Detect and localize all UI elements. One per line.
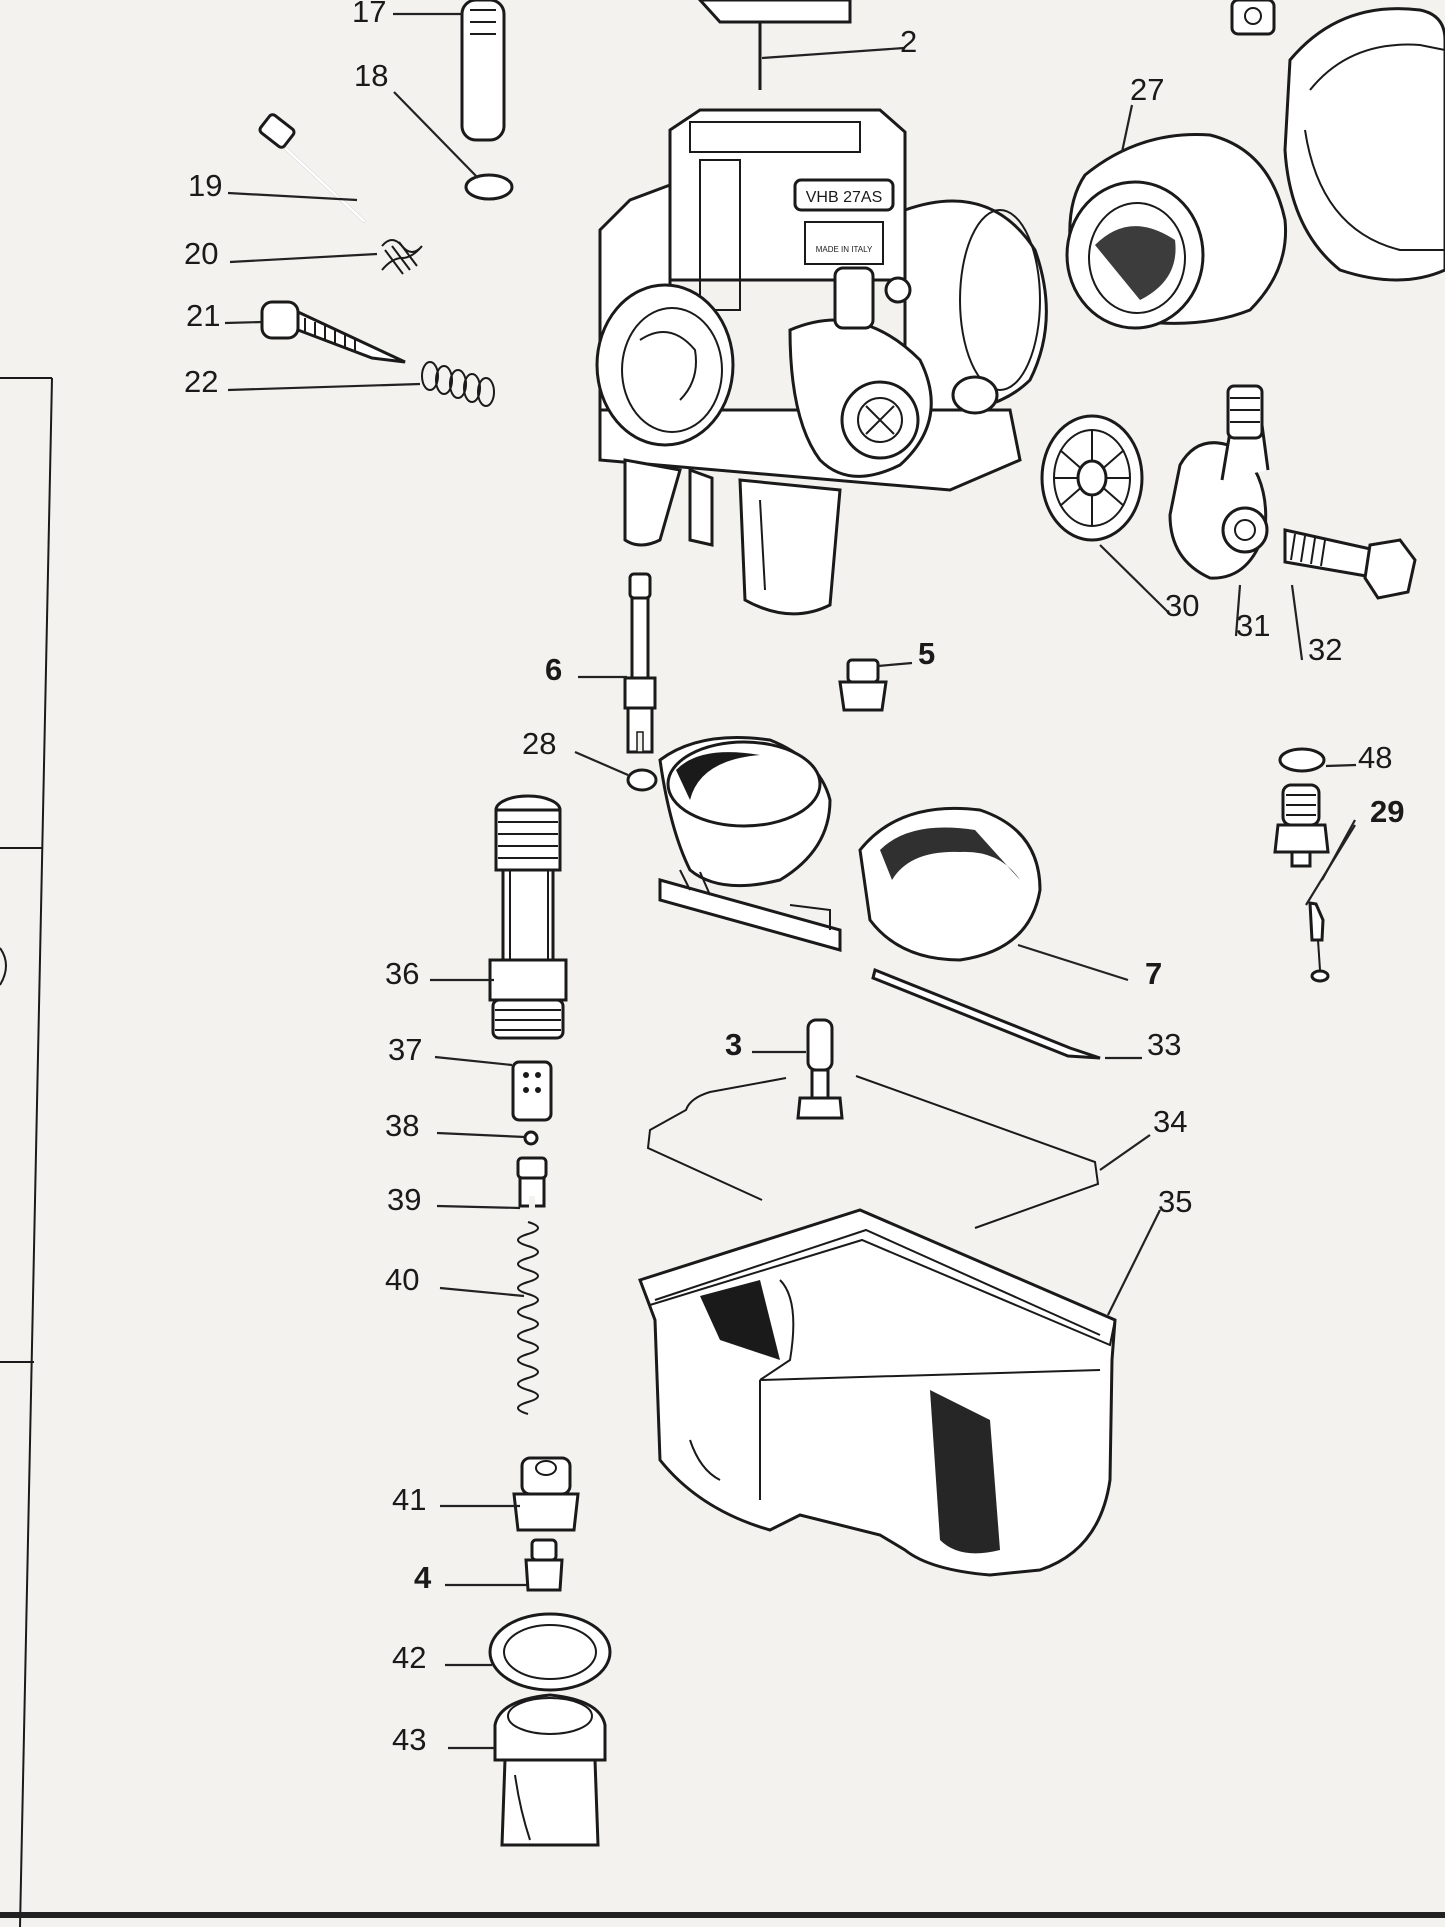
part-48-29-needle-valve bbox=[1273, 747, 1330, 983]
label-33: 33 bbox=[1147, 1027, 1181, 1062]
part-18-washer bbox=[464, 173, 514, 201]
label-7: 7 bbox=[1145, 956, 1162, 991]
label-31: 31 bbox=[1236, 608, 1270, 643]
part-2-slide bbox=[697, 0, 852, 90]
part-labels: 17 2 18 27 19 20 21 22 30 31 32 6 5 28 4… bbox=[184, 0, 1404, 1757]
part-22-spring bbox=[421, 361, 495, 407]
label-38: 38 bbox=[385, 1108, 419, 1143]
label-6: 6 bbox=[545, 652, 562, 687]
part-20-spring bbox=[381, 239, 423, 275]
part-43-cap-nut bbox=[493, 1693, 607, 1847]
label-34: 34 bbox=[1153, 1104, 1187, 1139]
label-35: 35 bbox=[1158, 1184, 1192, 1219]
label-20: 20 bbox=[184, 236, 218, 271]
part-36-needle-jet-holder bbox=[488, 794, 568, 1040]
label-42: 42 bbox=[392, 1640, 426, 1675]
part-21-screw bbox=[260, 300, 406, 364]
label-30: 30 bbox=[1165, 588, 1199, 623]
label-22: 22 bbox=[184, 364, 218, 399]
label-2: 2 bbox=[900, 24, 917, 59]
part-34-gasket-wire bbox=[646, 1075, 1100, 1229]
label-39: 39 bbox=[387, 1182, 421, 1217]
label-48: 48 bbox=[1358, 740, 1392, 775]
part-38-ball bbox=[523, 1130, 539, 1146]
label-4: 4 bbox=[414, 1560, 432, 1595]
part-4-main-jet bbox=[524, 1538, 564, 1592]
part-35-float-bowl bbox=[638, 1208, 1117, 1577]
part-32-banjo-bolt bbox=[1283, 528, 1417, 600]
label-18: 18 bbox=[354, 58, 388, 93]
label-27: 27 bbox=[1130, 72, 1164, 107]
part-39-jet bbox=[516, 1156, 548, 1208]
carb-plate-text: VHB 27AS bbox=[806, 189, 882, 206]
label-17: 17 bbox=[352, 0, 386, 29]
label-32: 32 bbox=[1308, 632, 1342, 667]
part-28-washer bbox=[626, 768, 658, 792]
carb-plate-subtext: MADE IN ITALY bbox=[816, 245, 873, 254]
part-19-screw bbox=[258, 113, 367, 224]
part-33-float-pin bbox=[871, 967, 1101, 1060]
part-27-rubber-sleeve bbox=[1065, 133, 1288, 330]
part-31-banjo-fitting bbox=[1168, 384, 1270, 580]
part-42-washer bbox=[488, 1612, 612, 1692]
label-40: 40 bbox=[385, 1262, 419, 1297]
label-41: 41 bbox=[392, 1482, 426, 1517]
label-21: 21 bbox=[186, 298, 220, 333]
part-3-float-valve-seat bbox=[796, 1018, 844, 1120]
part-41-jet-holder bbox=[512, 1456, 580, 1532]
carburetor-body: VHB 27AS MADE IN ITALY bbox=[595, 108, 1048, 616]
label-5: 5 bbox=[918, 636, 935, 671]
left-frame bbox=[0, 377, 1445, 1927]
label-19: 19 bbox=[188, 168, 222, 203]
part-40-spring bbox=[517, 1221, 539, 1415]
label-37: 37 bbox=[388, 1032, 422, 1067]
label-36: 36 bbox=[385, 956, 419, 991]
label-28: 28 bbox=[522, 726, 556, 761]
part-clamp bbox=[1230, 0, 1445, 282]
label-3: 3 bbox=[725, 1027, 742, 1062]
part-7-float bbox=[658, 736, 1042, 962]
part-30-filter bbox=[1040, 414, 1144, 542]
label-29: 29 bbox=[1370, 794, 1404, 829]
part-37-atomizer bbox=[511, 1060, 553, 1122]
leader-lines bbox=[224, 12, 1357, 1750]
part-17-slide-needle bbox=[460, 0, 506, 142]
label-43: 43 bbox=[392, 1722, 426, 1757]
part-6-emulsion-tube bbox=[623, 572, 657, 754]
part-5-jet bbox=[838, 658, 888, 712]
